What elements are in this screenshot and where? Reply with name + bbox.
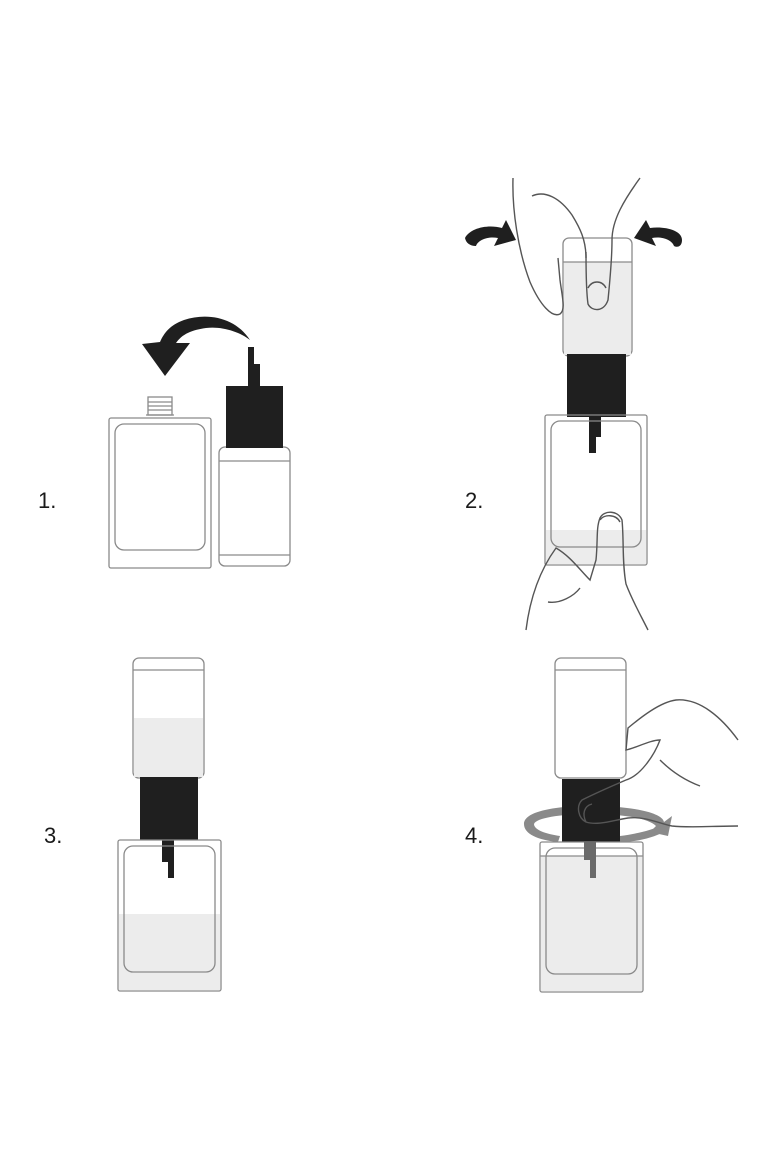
step-number-3: 3. — [44, 823, 63, 848]
hand-icon — [512, 177, 641, 316]
step-3-illustration — [117, 657, 222, 992]
rotate-arrow-icon — [524, 806, 672, 842]
refill-bottle-icon — [218, 347, 291, 567]
step-2-illustration — [465, 177, 682, 631]
step-number-1: 1. — [38, 488, 57, 513]
empty-bottle-icon — [108, 396, 212, 569]
hand-icon — [525, 511, 649, 631]
step-number-2: 2. — [465, 488, 484, 513]
rotate-arrow-icon — [465, 220, 682, 247]
hand-icon — [577, 699, 739, 828]
curved-arrow-icon — [142, 316, 250, 376]
step-1-illustration — [108, 316, 291, 569]
step-number-4: 4. — [465, 823, 484, 848]
step-4-illustration — [524, 657, 739, 993]
